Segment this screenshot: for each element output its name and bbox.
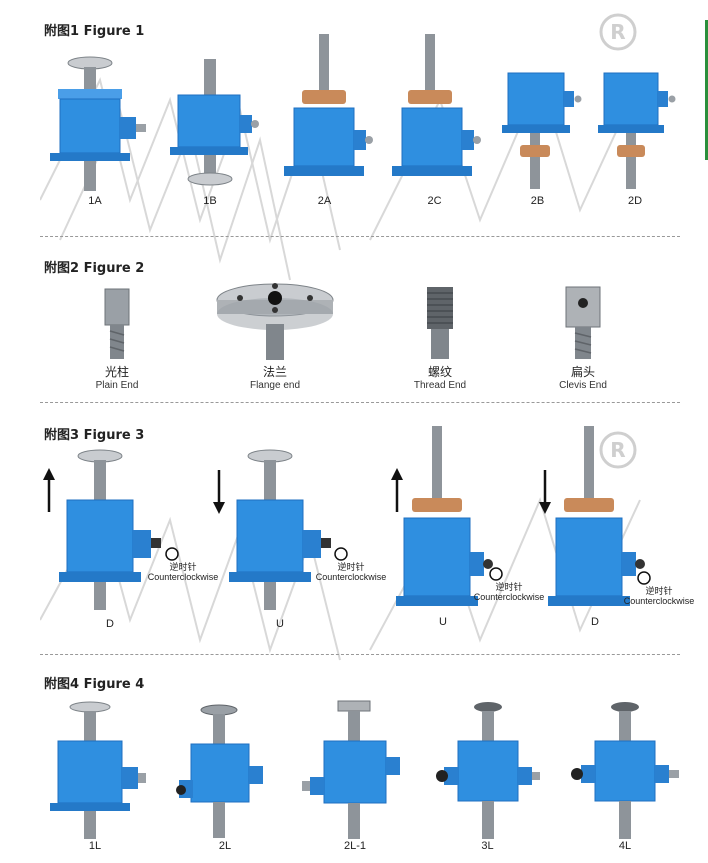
figure-1-item-1b: 1B bbox=[160, 45, 260, 207]
jack-flange-top-icon bbox=[50, 56, 146, 191]
jack-4l-icon bbox=[571, 702, 679, 839]
figure-3-item-u-up: U bbox=[388, 422, 498, 628]
rotation-arrow-icon bbox=[489, 567, 503, 581]
figure-4-label-4l: 4L bbox=[618, 840, 632, 852]
arrow-down-icon bbox=[539, 470, 551, 514]
rotation-label-cn: 逆时针 bbox=[337, 562, 365, 572]
figure-1-label-1a: 1A bbox=[88, 195, 102, 207]
jack-flange-top-icon bbox=[59, 449, 161, 610]
jack-nut-top-icon bbox=[548, 426, 645, 606]
jack-2l-1-icon bbox=[302, 700, 400, 839]
rotation-label-en: Counterclockwise bbox=[147, 572, 219, 582]
rotation-label-cn: 逆时针 bbox=[495, 582, 523, 592]
rotation-arrow-icon bbox=[637, 571, 651, 585]
figure-4-label-3l: 3L bbox=[481, 840, 494, 852]
figure-4-label-1l: 1L bbox=[88, 840, 102, 852]
figure-1-label-1b: 1B bbox=[203, 195, 217, 207]
rotation-label: 逆时针 Counterclockwise bbox=[146, 562, 220, 582]
figure-3-label-u-2: U bbox=[439, 616, 447, 628]
rotation-label: 逆时针 Counterclockwise bbox=[622, 586, 696, 606]
jack-nut-bottom-icon bbox=[502, 72, 582, 189]
rotation-label-en: Counterclockwise bbox=[315, 572, 387, 582]
figure-3-item-u-down: U bbox=[225, 442, 335, 630]
jack-nut-top-icon bbox=[396, 426, 493, 606]
arrow-down-icon bbox=[213, 470, 225, 514]
divider bbox=[40, 402, 680, 403]
rotation-label-cn: 逆时针 bbox=[645, 586, 673, 596]
figure-1-item-1a: 1A bbox=[40, 45, 150, 207]
accent-bar bbox=[705, 20, 708, 160]
flange-end-label-cn: 法兰 bbox=[262, 365, 287, 379]
thread-end-icon bbox=[427, 287, 453, 359]
figure-3-title: 附图3 Figure 3 bbox=[44, 428, 145, 443]
rotation-arrow-icon bbox=[165, 547, 179, 561]
clevis-end-icon bbox=[565, 286, 601, 359]
figure-2-item-plain-end: 光柱 Plain End bbox=[72, 283, 162, 391]
divider bbox=[40, 236, 680, 237]
arrow-up-icon bbox=[391, 468, 403, 512]
figure-1-item-2c: 2C bbox=[382, 30, 487, 207]
clevis-end-label-en: Clevis End bbox=[559, 380, 607, 391]
registered-mark-icon: R bbox=[599, 431, 637, 469]
figure-4-item-1l: 1L bbox=[40, 695, 150, 852]
figure-1-item-2a: 2A bbox=[272, 30, 377, 207]
figure-1-title: 附图1 Figure 1 bbox=[44, 24, 145, 39]
jack-nut-top-icon bbox=[284, 34, 373, 176]
jack-nut-bottom-icon bbox=[598, 72, 676, 189]
figure-4-label-2l: 2L bbox=[218, 840, 232, 852]
rotation-label-cn: 逆时针 bbox=[169, 562, 197, 572]
figure-1-item-2b: 2B bbox=[490, 45, 585, 207]
thread-end-label-cn: 螺纹 bbox=[427, 365, 452, 379]
figure-2-item-flange-end: 法兰 Flange end bbox=[210, 278, 340, 391]
thread-end-label-en: Thread End bbox=[413, 380, 467, 391]
figure-1-label-2c: 2C bbox=[427, 195, 442, 207]
rotation-label-en: Counterclockwise bbox=[473, 592, 545, 602]
divider bbox=[40, 654, 680, 655]
jack-1l-icon bbox=[50, 701, 146, 839]
figure-4-label-2l-1: 2L-1 bbox=[343, 840, 367, 852]
figure-1-label-2b: 2B bbox=[530, 195, 545, 207]
jack-flange-bottom-icon bbox=[170, 59, 259, 186]
figure-4-title: 附图4 Figure 4 bbox=[44, 677, 145, 692]
svg-text:R: R bbox=[610, 438, 625, 462]
figure-3-item-d-up: D bbox=[55, 442, 165, 630]
figure-2-title: 附图2 Figure 2 bbox=[44, 261, 145, 276]
jack-nut-top-icon bbox=[392, 34, 481, 176]
figure-4-item-4l: 4L bbox=[565, 695, 685, 852]
figure-4-item-2l: 2L bbox=[175, 698, 275, 852]
flange-end-label-en: Flange end bbox=[249, 380, 301, 391]
rotation-label: 逆时针 Counterclockwise bbox=[314, 562, 388, 582]
jack-flange-top-icon bbox=[229, 449, 331, 610]
jack-2l-icon bbox=[176, 704, 263, 838]
figure-3-label-d-2: D bbox=[591, 616, 599, 628]
registered-mark-icon: R bbox=[599, 13, 637, 51]
figure-4-item-2l-1: 2L-1 bbox=[300, 695, 410, 852]
plain-end-label-cn: 光柱 bbox=[104, 365, 129, 379]
arrow-up-icon bbox=[43, 468, 55, 512]
rotation-label-en: Counterclockwise bbox=[623, 596, 695, 606]
clevis-end-label-cn: 扁头 bbox=[570, 365, 595, 379]
plain-end-label-en: Plain End bbox=[95, 380, 139, 391]
figure-1-label-2a: 2A bbox=[317, 195, 332, 207]
figure-1-label-2d: 2D bbox=[627, 195, 643, 207]
figure-2-item-clevis-end: 扁头 Clevis End bbox=[538, 283, 628, 391]
figure-3-label-u-1: U bbox=[276, 618, 284, 630]
figure-1-item-2d: 2D bbox=[590, 45, 680, 207]
svg-text:R: R bbox=[610, 20, 625, 44]
figure-3-label-d-1: D bbox=[106, 618, 114, 630]
figure-3-item-d-down: D bbox=[546, 422, 656, 628]
jack-3l-icon bbox=[436, 702, 540, 839]
rotation-arrow-icon bbox=[334, 547, 348, 561]
figure-2-item-thread-end: 螺纹 Thread End bbox=[395, 283, 485, 391]
flange-end-icon bbox=[216, 283, 334, 360]
plain-end-icon bbox=[104, 288, 130, 359]
figure-4-item-3l: 3L bbox=[430, 695, 545, 852]
rotation-label: 逆时针 Counterclockwise bbox=[472, 582, 546, 602]
